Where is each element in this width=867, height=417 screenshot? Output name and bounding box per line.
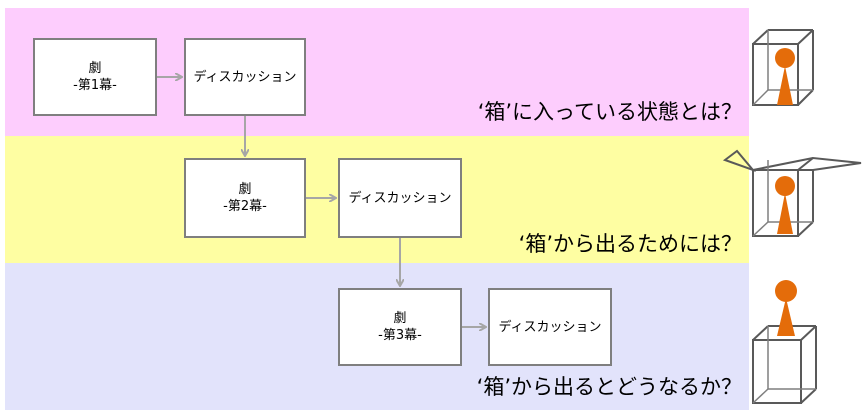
play-act-2-box: 劇 -第2幕- [184, 158, 306, 238]
play-act-2-title: 劇 [238, 182, 252, 197]
play-act-1-title: 劇 [88, 61, 102, 76]
discussion-1-box: ディスカッション [184, 38, 306, 116]
stage-2-question: ‘箱’から出るためには？ [518, 232, 742, 256]
person-in-box-icon [752, 29, 814, 106]
play-act-1-label: -第1幕- [73, 78, 117, 93]
play-act-3-label: -第3幕- [378, 328, 422, 343]
play-act-1-box: 劇 -第1幕- [33, 38, 157, 116]
play-act-3-box: 劇 -第3幕- [338, 288, 462, 366]
discussion-3-box: ディスカッション [488, 288, 612, 366]
stage-3-question: ‘箱’から出るとどうなるか？ [476, 375, 742, 399]
discussion-2-label: ディスカッション [348, 190, 452, 206]
person-out-of-box-icon [752, 280, 817, 404]
stage-1-question: ‘箱’に入っている状態とは？ [477, 100, 742, 124]
discussion-1-label: ディスカッション [193, 69, 297, 85]
discussion-2-box: ディスカッション [338, 158, 462, 238]
play-act-2-label: -第2幕- [223, 199, 267, 214]
discussion-3-label: ディスカッション [498, 319, 602, 335]
play-act-3-title: 劇 [393, 311, 407, 326]
